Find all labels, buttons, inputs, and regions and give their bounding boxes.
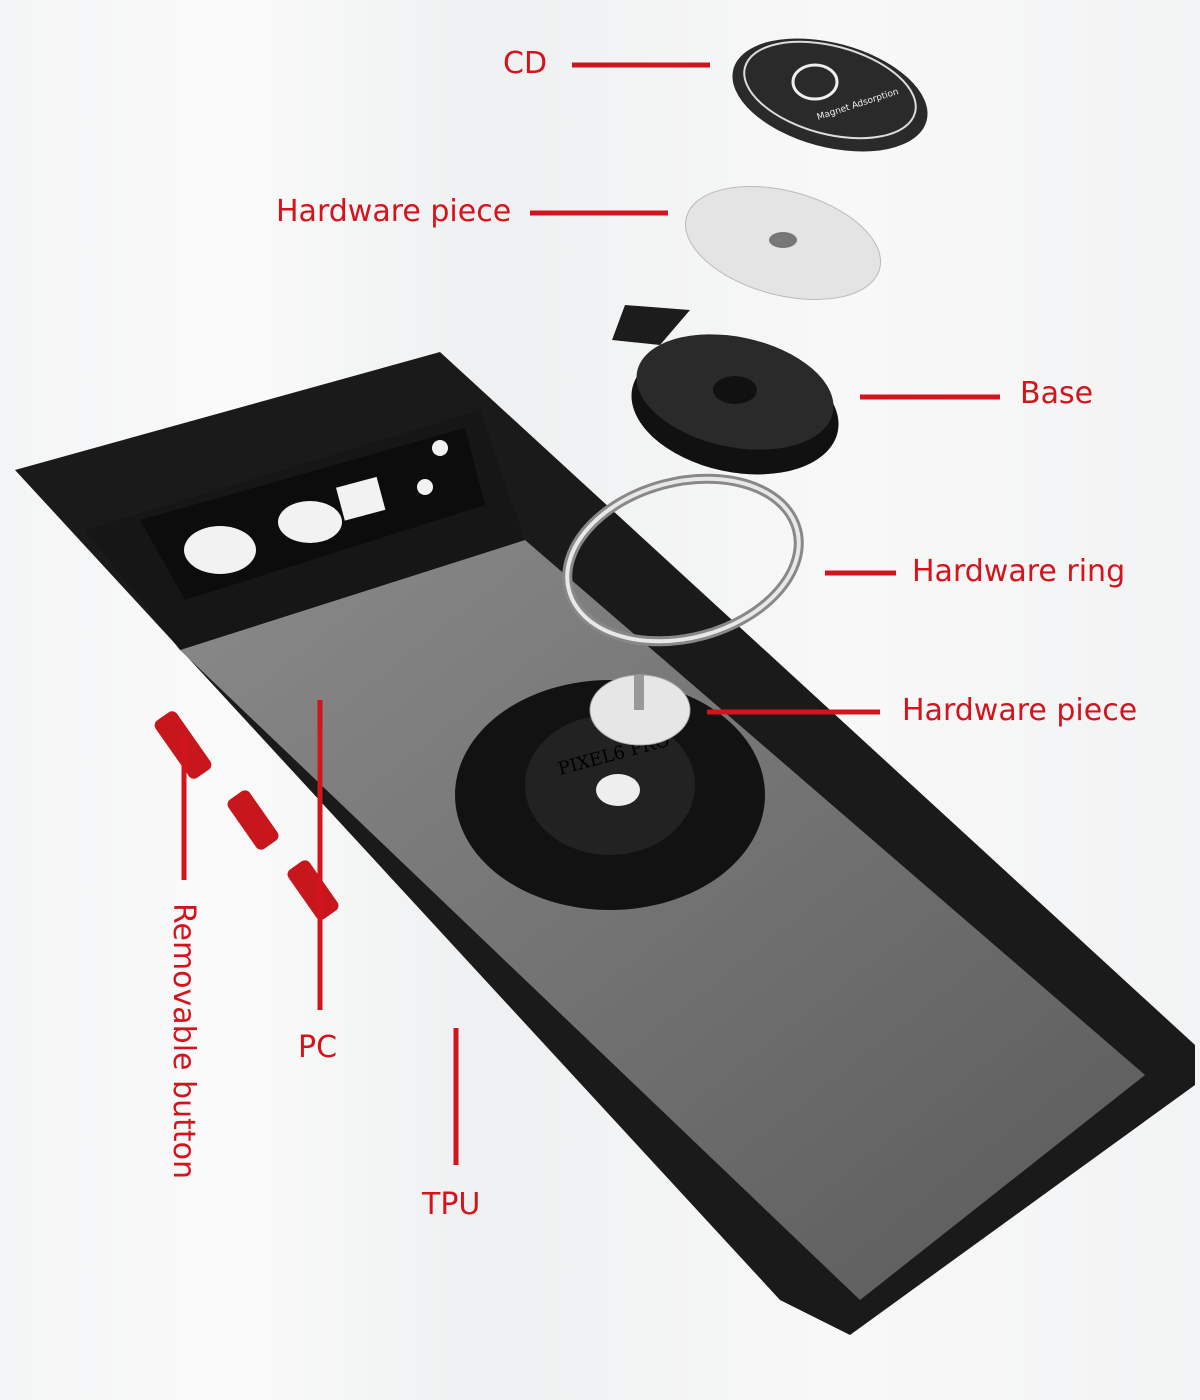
camera-hole [278, 501, 342, 543]
label-tpu: TPU [422, 1187, 481, 1222]
label-cd: CD [503, 46, 548, 81]
camera-hole [184, 526, 256, 574]
phone-case: PIXEL6 PRO [15, 352, 1195, 1335]
label-hardware-piece-top: Hardware piece [276, 194, 512, 229]
label-removable-button: Removable button [166, 903, 201, 1179]
leader-lines [181, 62, 1000, 1165]
hardware-ring [562, 473, 804, 647]
camera-hole [336, 476, 386, 521]
label-hardware-ring: Hardware ring [912, 554, 1126, 589]
hardware-piece-top [684, 185, 882, 301]
pc-back-panel [180, 540, 1145, 1300]
base [612, 305, 839, 475]
label-base: Base [1020, 376, 1094, 411]
label-pc: PC [298, 1030, 338, 1065]
ring-mount: PIXEL6 PRO [455, 674, 765, 910]
label-hardware-piece-bottom: Hardware piece [902, 693, 1138, 728]
cd-disc: Magnet Adsorption [732, 38, 928, 152]
